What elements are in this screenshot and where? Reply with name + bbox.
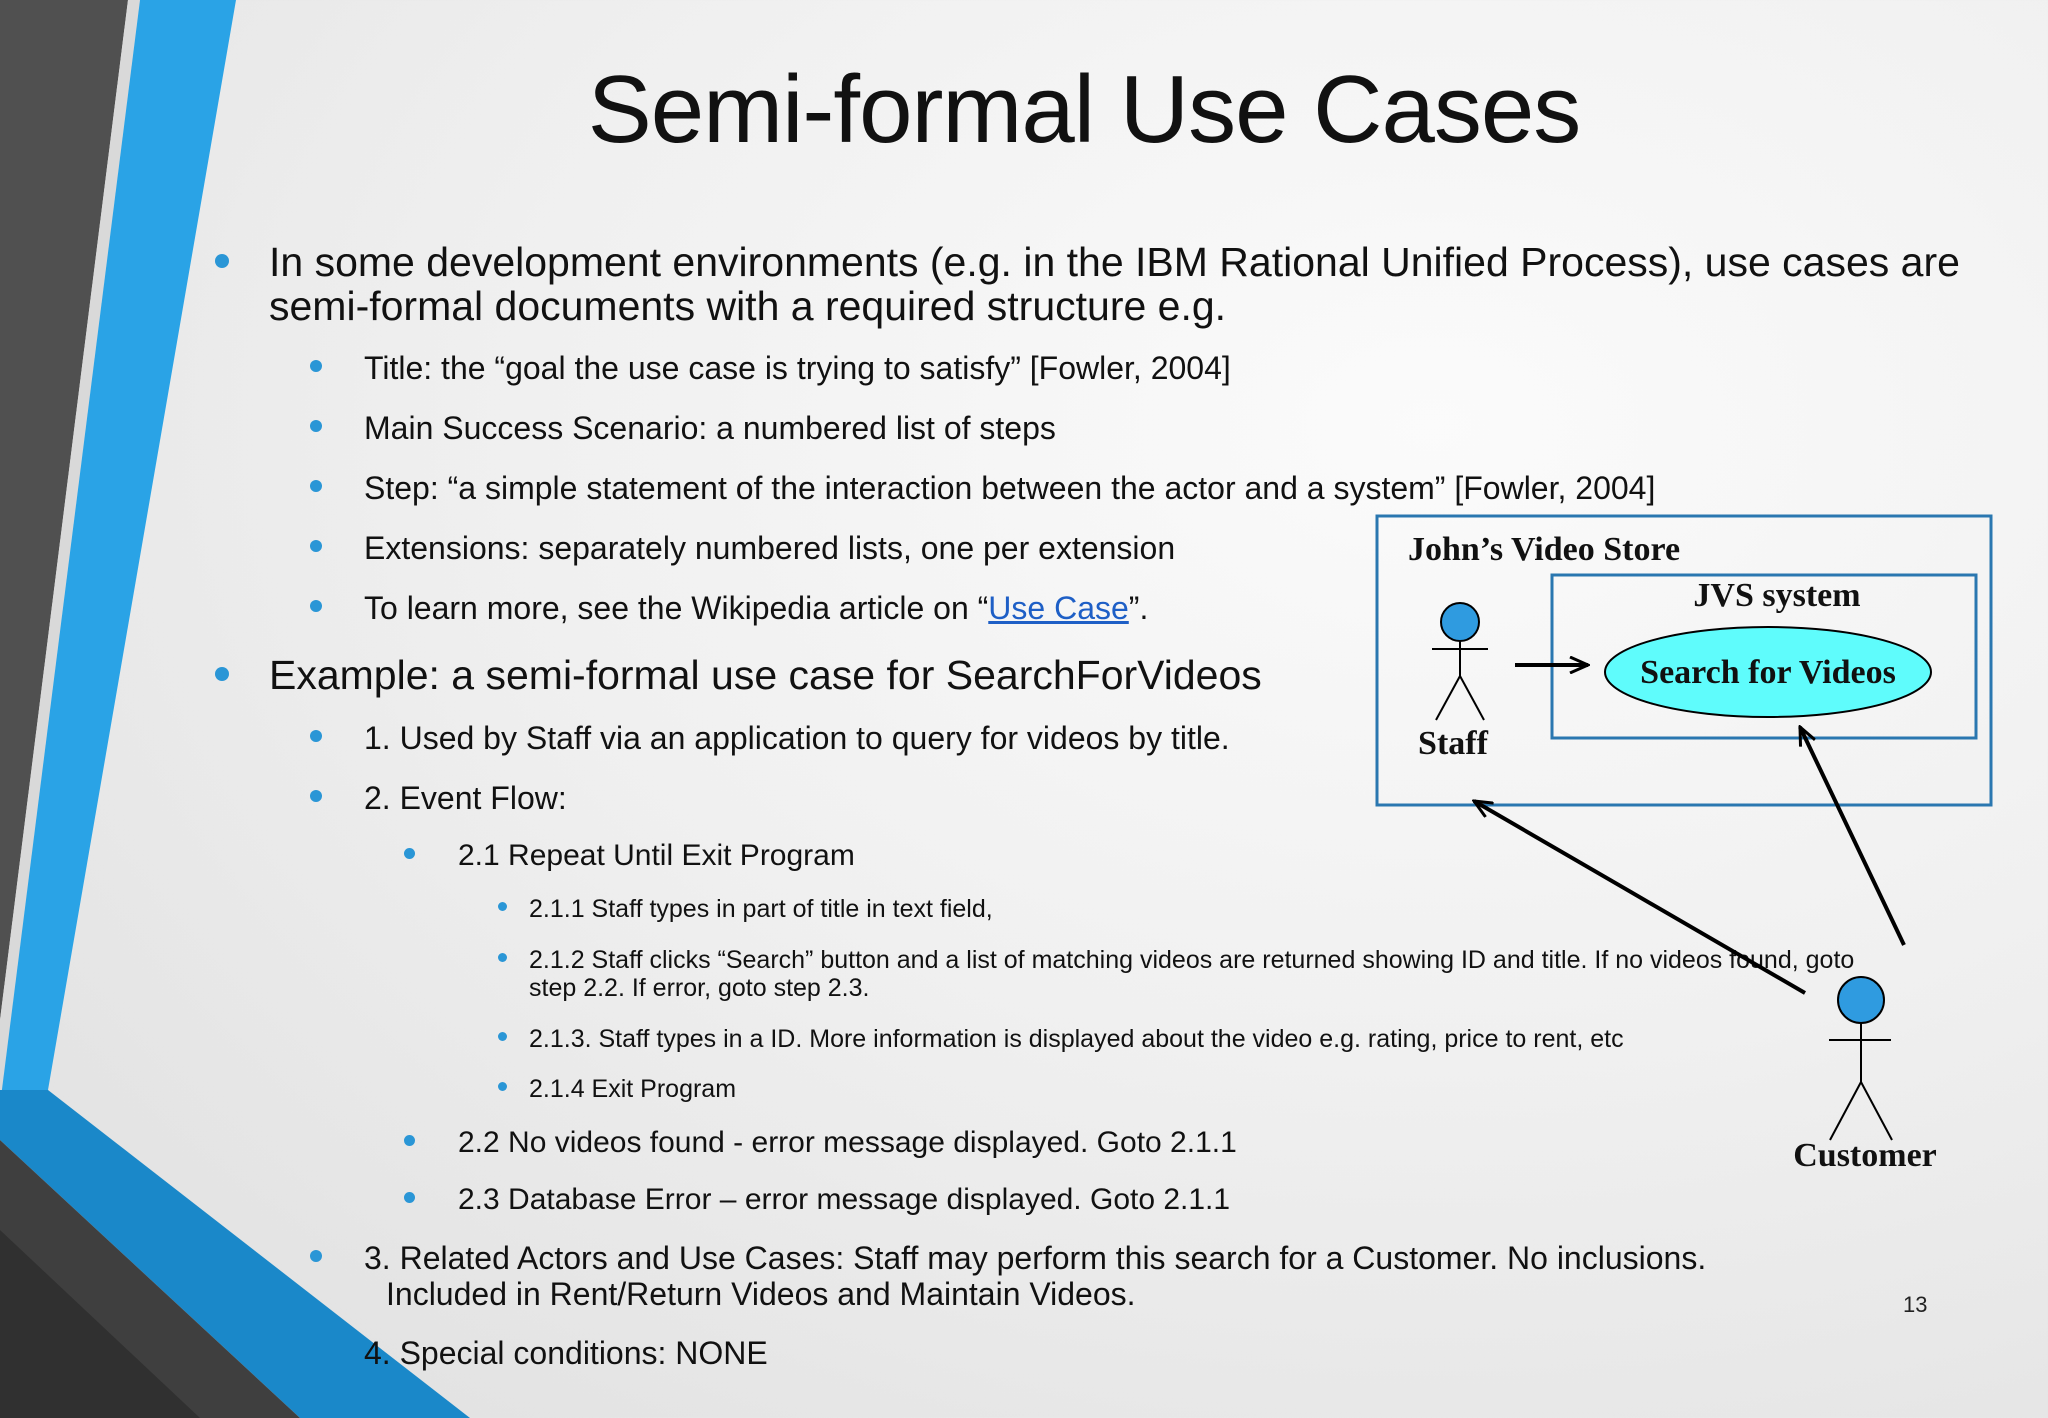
customer-to-staff-arrow xyxy=(1474,801,1807,995)
bottom-blue-band xyxy=(0,1090,470,1418)
bullet-intro-line2: semi-formal documents with a required st… xyxy=(269,283,1227,329)
bullet-extensions: Extensions: separately numbered lists, o… xyxy=(310,530,1176,566)
bullet-dot xyxy=(215,254,229,268)
bullet-dot xyxy=(215,667,229,681)
bullet-ex23-text: 2.3 Database Error – error message displ… xyxy=(458,1183,1231,1216)
bullet-example: Example: a semi-formal use case for Sear… xyxy=(215,652,1262,698)
customer-actor xyxy=(1829,976,1893,1141)
bullet-dot xyxy=(310,480,322,492)
bullet-dot xyxy=(310,420,322,432)
slide-title: Semi-formal Use Cases xyxy=(587,56,1582,163)
bullet-dot xyxy=(310,540,322,552)
bullet-ex23: 2.3 Database Error – error message displ… xyxy=(404,1183,1231,1217)
bullet-main-success-text: Main Success Scenario: a numbered list o… xyxy=(364,410,1056,446)
video-store-boundary xyxy=(1375,514,1993,807)
bullet-ex22: 2.2 No videos found - error message disp… xyxy=(404,1126,1237,1160)
bullet-dot xyxy=(310,600,322,612)
bullet-ex3-line1: 3. Related Actors and Use Cases: Staff m… xyxy=(364,1240,1707,1276)
bullet-dot xyxy=(498,1032,507,1041)
customer-actor-head xyxy=(1837,976,1885,1024)
bullet-title-text: Title: the “goal the use case is trying … xyxy=(364,350,1231,386)
search-for-videos-label: Search for Videos xyxy=(1640,654,1896,691)
bullet-learn-more: To learn more, see the Wikipedia article… xyxy=(310,590,1149,626)
jvs-system-label: JVS system xyxy=(1693,577,1860,614)
bullet-ex212-line1: 2.1.2 Staff clicks “Search” button and a… xyxy=(529,946,1855,974)
staff-actor xyxy=(1432,602,1488,721)
bullet-dot xyxy=(498,953,507,962)
bullet-ex3-line2: Included in Rent/Return Videos and Maint… xyxy=(386,1276,1136,1312)
bullet-ex2: 2. Event Flow: xyxy=(310,780,567,816)
bullet-ex2-text: 2. Event Flow: xyxy=(364,780,567,816)
left-blue-stripe xyxy=(0,0,236,1105)
bullet-dot xyxy=(310,790,322,802)
bullet-intro-line1: In some development environments (e.g. i… xyxy=(269,239,1960,285)
bullet-ex22-text: 2.2 No videos found - error message disp… xyxy=(458,1126,1237,1159)
bullet-ex214: 2.1.4 Exit Program xyxy=(498,1075,737,1103)
search-for-videos-usecase[interactable] xyxy=(1604,626,1932,718)
bullet-title: Title: the “goal the use case is trying … xyxy=(310,350,1231,386)
learn-more-suffix: ”. xyxy=(1128,590,1149,626)
bullet-extensions-text: Extensions: separately numbered lists, o… xyxy=(364,530,1176,566)
jvs-system-boundary xyxy=(1550,573,1978,740)
video-store-label: John’s Video Store xyxy=(1408,531,1680,568)
bullet-dot xyxy=(404,1135,415,1146)
customer-to-usecase-arrow xyxy=(1798,727,1906,946)
bullet-ex4-text: 4. Special conditions: NONE xyxy=(364,1335,768,1371)
bullet-dot xyxy=(498,902,507,911)
customer-actor-label: Customer xyxy=(1793,1137,1937,1174)
bullet-ex212: 2.1.2 Staff clicks “Search” button and a… xyxy=(498,946,1855,1002)
bullet-step: Step: “a simple statement of the interac… xyxy=(310,470,1656,506)
bullet-step-text: Step: “a simple statement of the interac… xyxy=(364,470,1656,506)
bullet-ex213: 2.1.3. Staff types in a ID. More informa… xyxy=(498,1025,1624,1053)
bullet-dot xyxy=(404,848,415,859)
bullet-dot xyxy=(404,1192,415,1203)
staff-actor-label: Staff xyxy=(1418,725,1489,762)
page-number: 13 xyxy=(1903,1292,1928,1317)
bullet-ex21-text: 2.1 Repeat Until Exit Program xyxy=(458,839,855,872)
bullet-dot xyxy=(310,1250,322,1262)
learn-more-prefix: To learn more, see the Wikipedia article… xyxy=(364,590,989,626)
bullet-dot xyxy=(310,730,322,742)
bullet-ex1-text: 1. Used by Staff via an application to q… xyxy=(364,720,1230,756)
bullet-ex1: 1. Used by Staff via an application to q… xyxy=(310,720,1230,756)
bullet-ex211-text: 2.1.1 Staff types in part of title in te… xyxy=(529,895,993,923)
bullet-intro: In some development environments (e.g. i… xyxy=(215,239,1960,329)
staff-actor-head xyxy=(1440,602,1480,642)
bullet-ex4: 4. Special conditions: NONE xyxy=(364,1335,768,1371)
use-case-link[interactable]: Use Case xyxy=(988,590,1129,626)
bullet-ex212-line2: step 2.2. If error, goto step 2.3. xyxy=(529,974,870,1002)
bullet-dot xyxy=(310,360,322,372)
bottom-gray-band xyxy=(0,1230,200,1418)
bullet-ex214-text: 2.1.4 Exit Program xyxy=(529,1075,737,1103)
bullet-ex3: 3. Related Actors and Use Cases: Staff m… xyxy=(310,1240,1707,1312)
bullet-ex213-text: 2.1.3. Staff types in a ID. More informa… xyxy=(529,1025,1624,1053)
bullet-ex211: 2.1.1 Staff types in part of title in te… xyxy=(498,895,993,923)
bullet-example-text: Example: a semi-formal use case for Sear… xyxy=(269,652,1262,698)
bullet-dot xyxy=(498,1082,507,1091)
bullet-ex21: 2.1 Repeat Until Exit Program xyxy=(404,839,855,873)
bullet-main-success: Main Success Scenario: a numbered list o… xyxy=(310,410,1056,446)
